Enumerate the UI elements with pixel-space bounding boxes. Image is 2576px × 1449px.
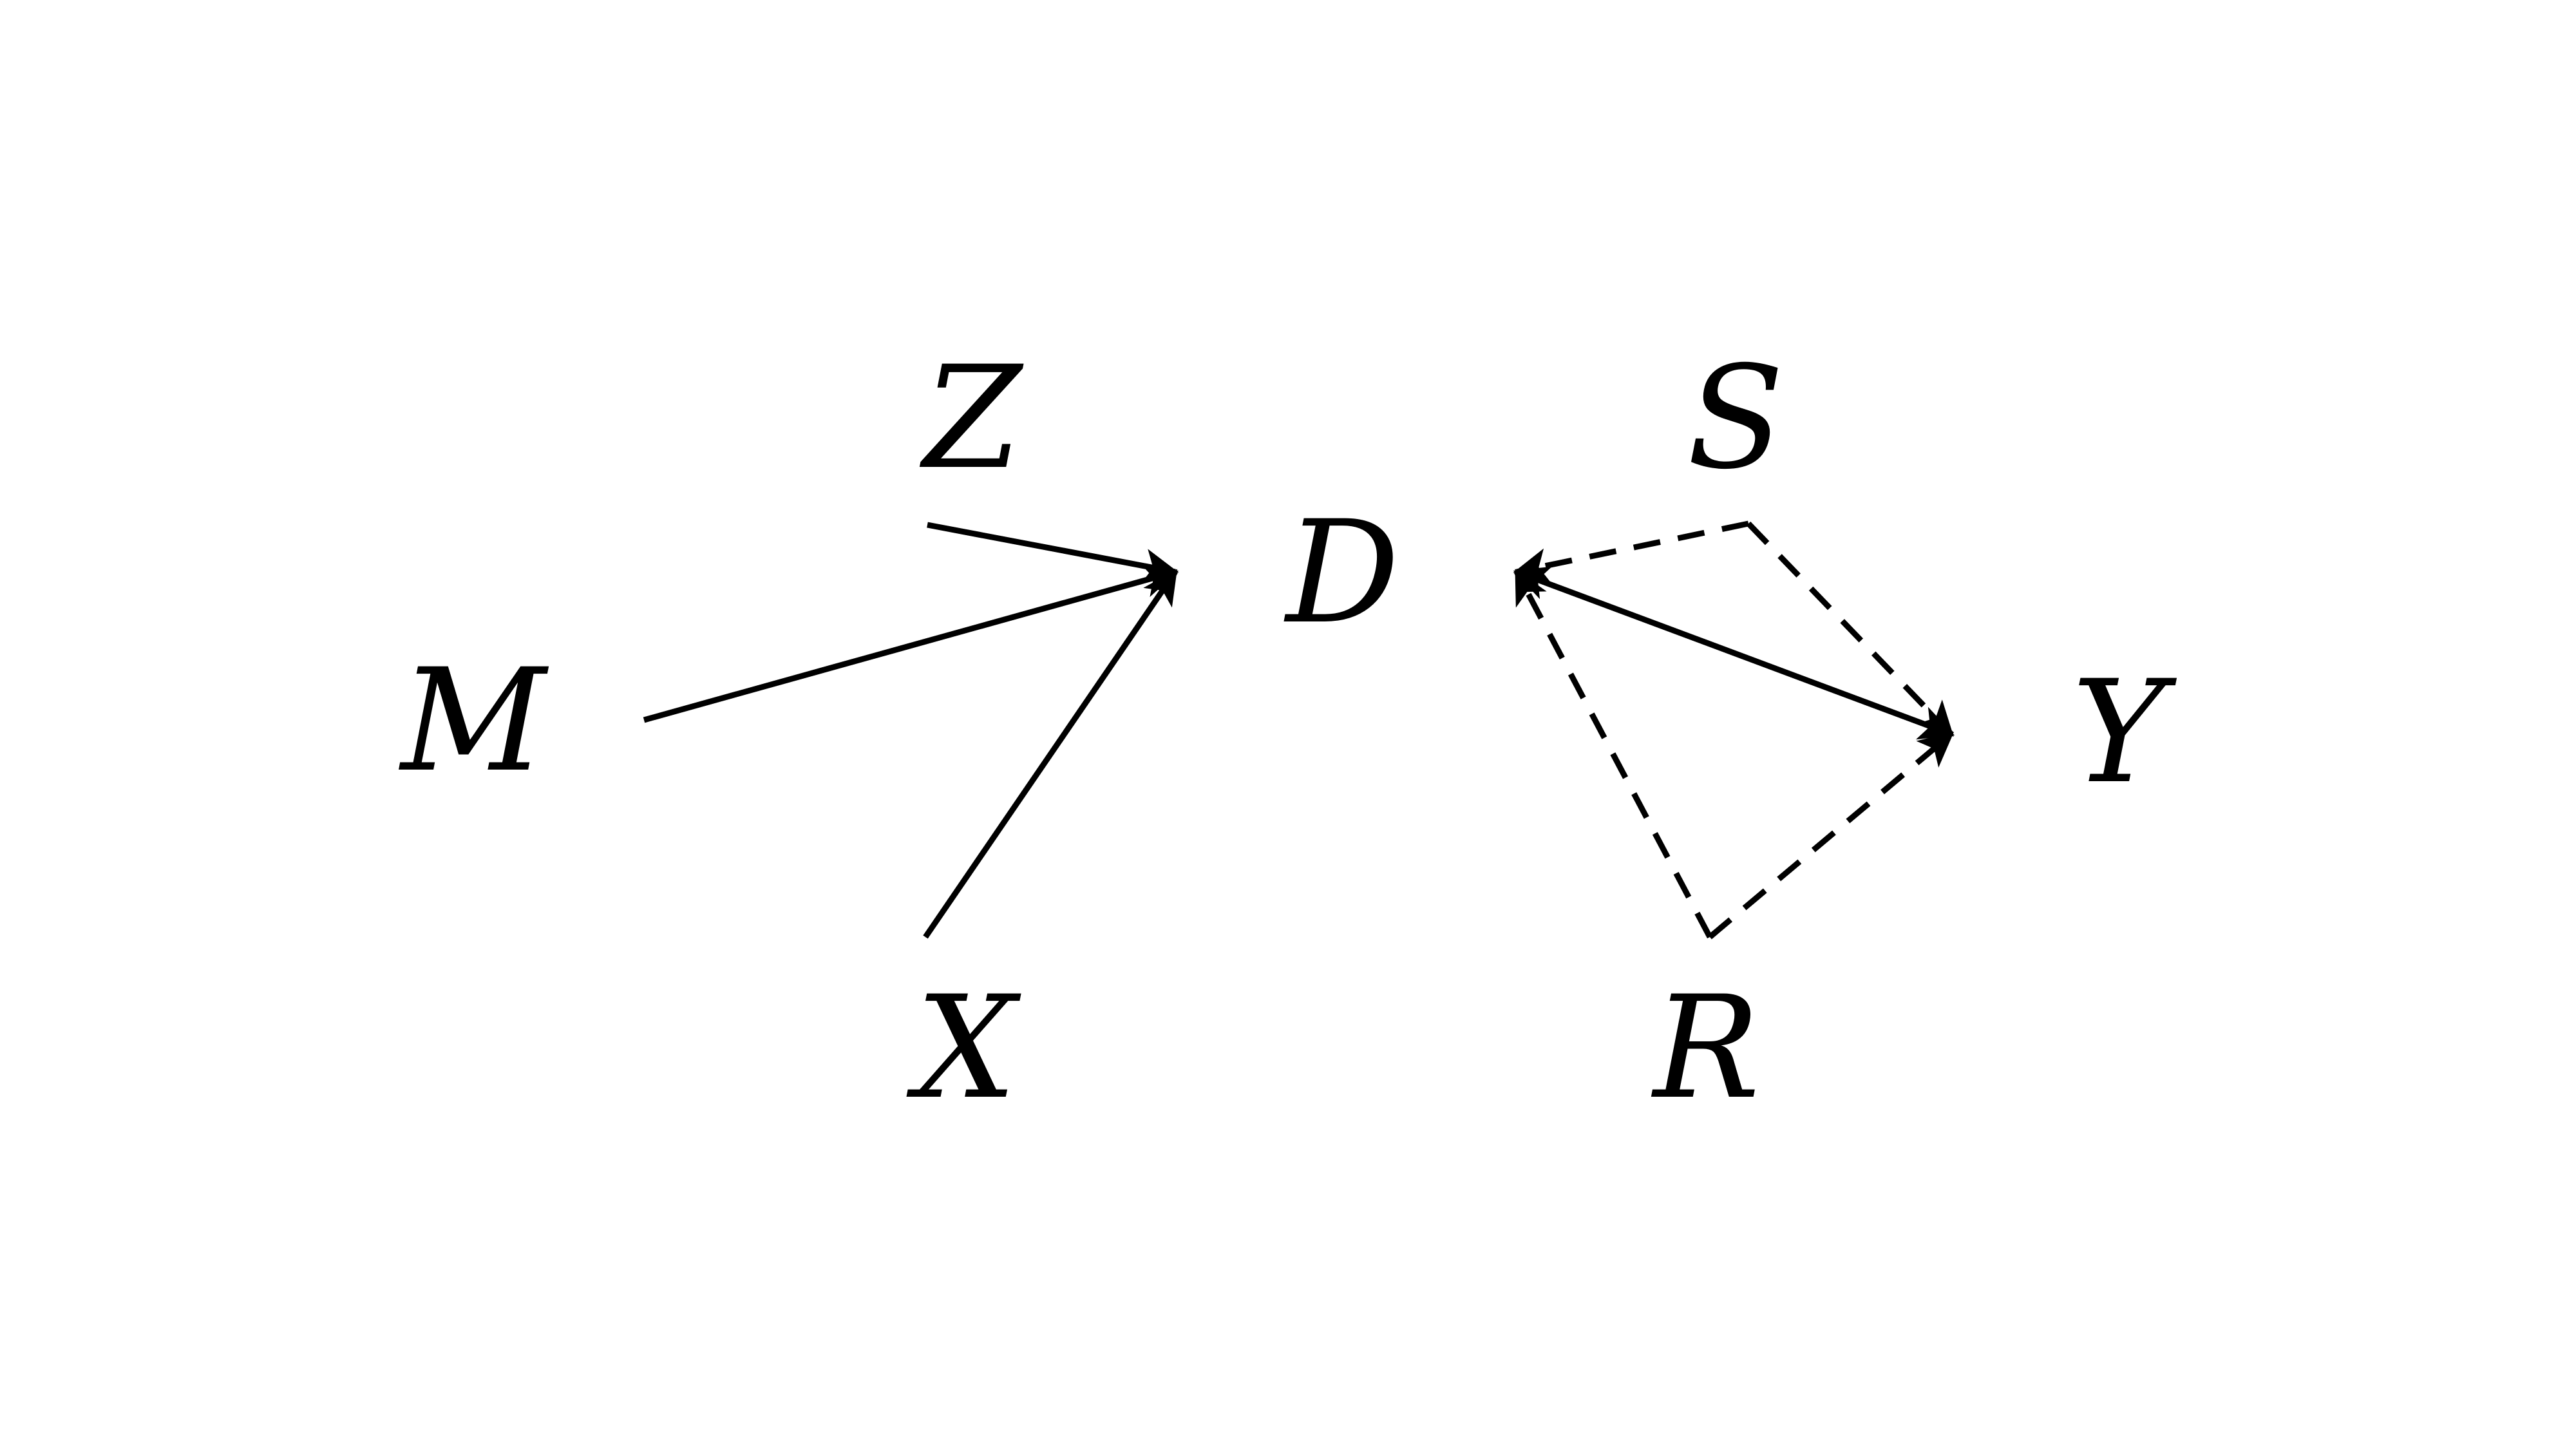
edge-m-to-d <box>643 564 1179 723</box>
node-y-label: Y <box>2072 650 2177 815</box>
node-x-label: X <box>906 965 1021 1130</box>
edge-d-to-y <box>1513 566 1955 740</box>
edge-r-to-d <box>1514 569 1712 939</box>
edge-s-to-y <box>1746 521 1954 737</box>
edge-z-to-d <box>927 522 1179 583</box>
node-s-label: S <box>1687 336 1785 500</box>
edge-x-to-d <box>923 569 1178 939</box>
node-m-label: M <box>398 638 549 803</box>
edge-s-to-d <box>1513 520 1749 583</box>
node-d-label: D <box>1283 490 1399 655</box>
node-z-label: Z <box>920 336 1024 500</box>
edge-r-to-y <box>1708 732 1955 940</box>
node-r-label: R <box>1651 965 1760 1130</box>
